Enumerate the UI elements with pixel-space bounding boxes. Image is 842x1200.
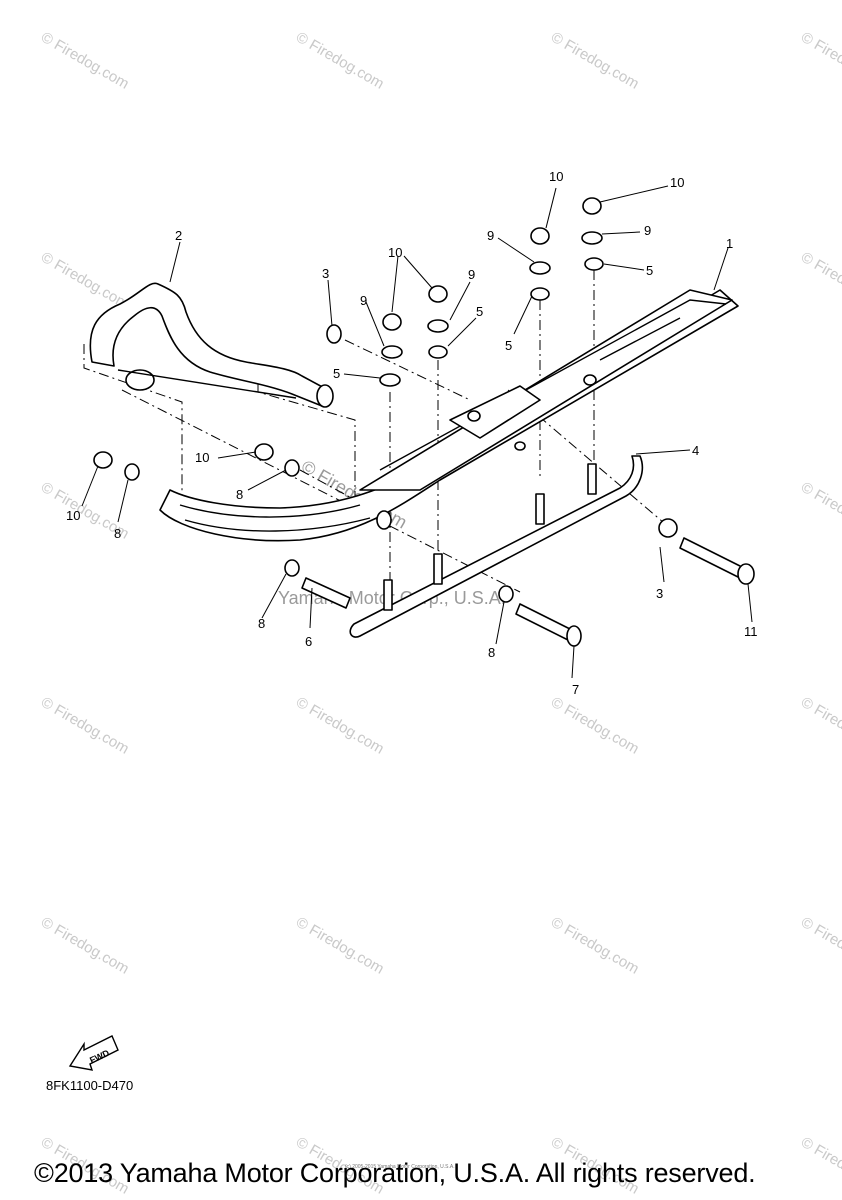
watermark: © Firedog.com: [798, 694, 842, 758]
bolt-6: [301, 577, 351, 609]
watermark-layer: © Firedog.com © Firedog.com © Firedog.co…: [38, 29, 842, 1198]
copyright-notice: ©2013 Yamaha Motor Corporation, U.S.A. A…: [34, 1158, 756, 1188]
callout-9: 9: [487, 228, 494, 243]
callout-5: 5: [646, 263, 653, 278]
watermark: © Firedog.com: [38, 29, 132, 93]
watermark: © Firedog.com: [548, 29, 642, 93]
callouts: 1 2 3 3 4 5 5 5 5 6 7 8 8 8 8 9 9 9 9 10…: [66, 169, 758, 697]
bolt-11-head: [737, 563, 755, 585]
leader-lines: [81, 185, 753, 679]
callout-10: 10: [388, 245, 402, 260]
watermark: © Firedog.com: [798, 914, 842, 978]
callout-10: 10: [66, 508, 80, 523]
bolt-11: [679, 537, 745, 579]
watermark: © Firedog.com: [548, 914, 642, 978]
callout-10: 10: [549, 169, 563, 184]
callout-3: 3: [656, 586, 663, 601]
watermark: © Firedog.com: [798, 1134, 842, 1198]
diagram-code: 8FK1100-D470: [46, 1078, 134, 1093]
callout-2: 2: [175, 228, 182, 243]
watermark: © Firedog.com: [293, 29, 387, 93]
callout-4: 4: [692, 443, 699, 458]
watermark: © Firedog.com: [293, 694, 387, 758]
callout-8: 8: [488, 645, 495, 660]
fwd-arrow-icon: FWD: [68, 1035, 119, 1071]
callout-8: 8: [258, 616, 265, 631]
callout-5: 5: [505, 338, 512, 353]
fineprint: (c) 2005-2015 Yamaha Motor Corporation, …: [345, 1164, 455, 1170]
watermark: © Firedog.com: [38, 914, 132, 978]
callout-9: 9: [644, 223, 651, 238]
callout-3: 3: [322, 266, 329, 281]
callout-5: 5: [333, 366, 340, 381]
bolt-7: [515, 603, 573, 641]
callout-11: 11: [744, 624, 758, 639]
callout-6: 6: [305, 634, 312, 649]
callout-9: 9: [468, 267, 475, 282]
watermark: © Firedog.com: [548, 694, 642, 758]
watermark: © Firedog.com: [798, 479, 842, 543]
watermark: © Firedog.com: [798, 249, 842, 313]
hardware: [93, 197, 678, 603]
watermark: © Firedog.com: [798, 29, 842, 93]
watermark: © Firedog.com: [38, 694, 132, 758]
part-4-runner: [349, 455, 644, 638]
callout-9: 9: [360, 293, 367, 308]
callout-5: 5: [476, 304, 483, 319]
callout-10: 10: [670, 175, 684, 190]
part-1-ski: [159, 289, 739, 542]
callout-10: 10: [195, 450, 209, 465]
callout-8: 8: [236, 487, 243, 502]
bolts: [301, 537, 755, 647]
callout-8: 8: [114, 526, 121, 541]
bolt-7-head: [566, 625, 582, 647]
part-2-bumper: [89, 282, 334, 408]
watermark: © Firedog.com: [38, 249, 132, 313]
callout-7: 7: [572, 682, 579, 697]
watermark: © Firedog.com: [293, 914, 387, 978]
callout-1: 1: [726, 236, 733, 251]
